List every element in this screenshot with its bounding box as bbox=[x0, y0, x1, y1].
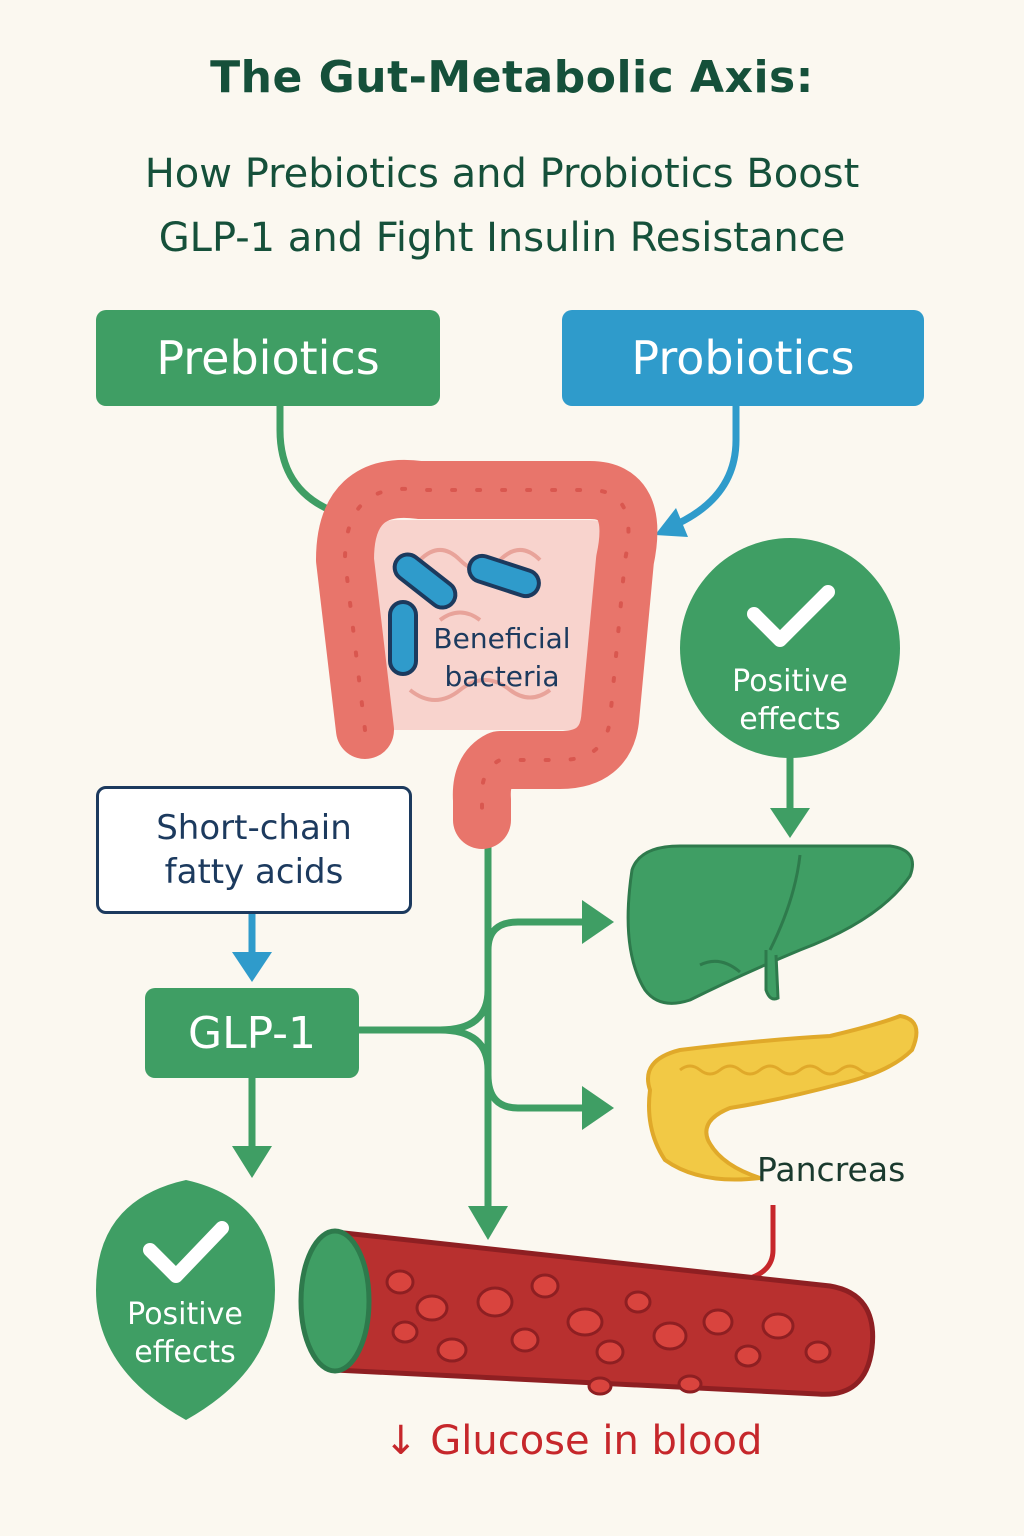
check-icon bbox=[143, 1221, 229, 1283]
connector-pancreas-to-blood bbox=[729, 1205, 776, 1285]
beneficial-bacteria-label: Beneficial bacteria bbox=[412, 620, 592, 696]
down-arrow-icon: ↓ bbox=[384, 1418, 418, 1464]
connector-prebiotics-to-gut bbox=[276, 406, 332, 514]
subtitle-line-1: How Prebiotics and Probiotics Boost bbox=[144, 151, 860, 197]
pancreas-label: Pancreas bbox=[757, 1150, 906, 1189]
connector-scfa-to-glp1 bbox=[232, 908, 272, 982]
glucose-text: Glucose in blood bbox=[430, 1418, 763, 1464]
positive-effects-top-badge bbox=[680, 538, 900, 758]
liver-icon bbox=[626, 844, 914, 1005]
connector-positive-to-liver bbox=[770, 752, 810, 838]
prebiotics-box: Prebiotics bbox=[96, 310, 440, 406]
positive-bottom-line-2: effects bbox=[134, 1335, 236, 1370]
scfa-line-1: Short-chain bbox=[156, 808, 352, 848]
positive-top-line-1: Positive bbox=[732, 664, 848, 699]
subtitle-line-2: GLP-1 and Fight Insulin Resistance bbox=[158, 215, 846, 261]
positive-effects-bottom-label: Positive effects bbox=[95, 1296, 275, 1372]
bacteria-label-line-1: Beneficial bbox=[433, 622, 571, 655]
connector-glp1-to-trunk bbox=[359, 989, 492, 1071]
bacteria-icon bbox=[388, 552, 541, 676]
glucose-in-blood-label: ↓ Glucose in blood bbox=[384, 1418, 762, 1464]
scfa-line-2: fatty acids bbox=[164, 852, 344, 892]
probiotics-box: Probiotics bbox=[562, 310, 924, 406]
page-title: The Gut-Metabolic Axis: bbox=[210, 52, 814, 103]
positive-bottom-line-1: Positive bbox=[127, 1297, 243, 1332]
pancreas-icon bbox=[646, 1013, 919, 1182]
connector-gut-to-pancreas bbox=[484, 1074, 614, 1130]
page-subtitle: How Prebiotics and Probiotics Boost GLP-… bbox=[0, 142, 1004, 270]
connector-gut-to-blood bbox=[468, 815, 508, 1240]
glp1-box: GLP-1 bbox=[145, 988, 359, 1078]
positive-effects-bottom-badge bbox=[96, 1180, 275, 1420]
connector-gut-to-liver bbox=[484, 900, 614, 951]
connector-glp1-to-positive bbox=[232, 1078, 272, 1178]
blood-vessel-icon bbox=[298, 1228, 876, 1397]
short-chain-fatty-acids-box: Short-chain fatty acids bbox=[96, 786, 412, 914]
positive-effects-top-label: Positive effects bbox=[690, 663, 890, 739]
connector-probiotics-to-gut bbox=[655, 406, 740, 537]
positive-top-line-2: effects bbox=[739, 702, 841, 737]
bacteria-label-line-2: bacteria bbox=[444, 660, 560, 693]
check-icon bbox=[747, 585, 835, 647]
